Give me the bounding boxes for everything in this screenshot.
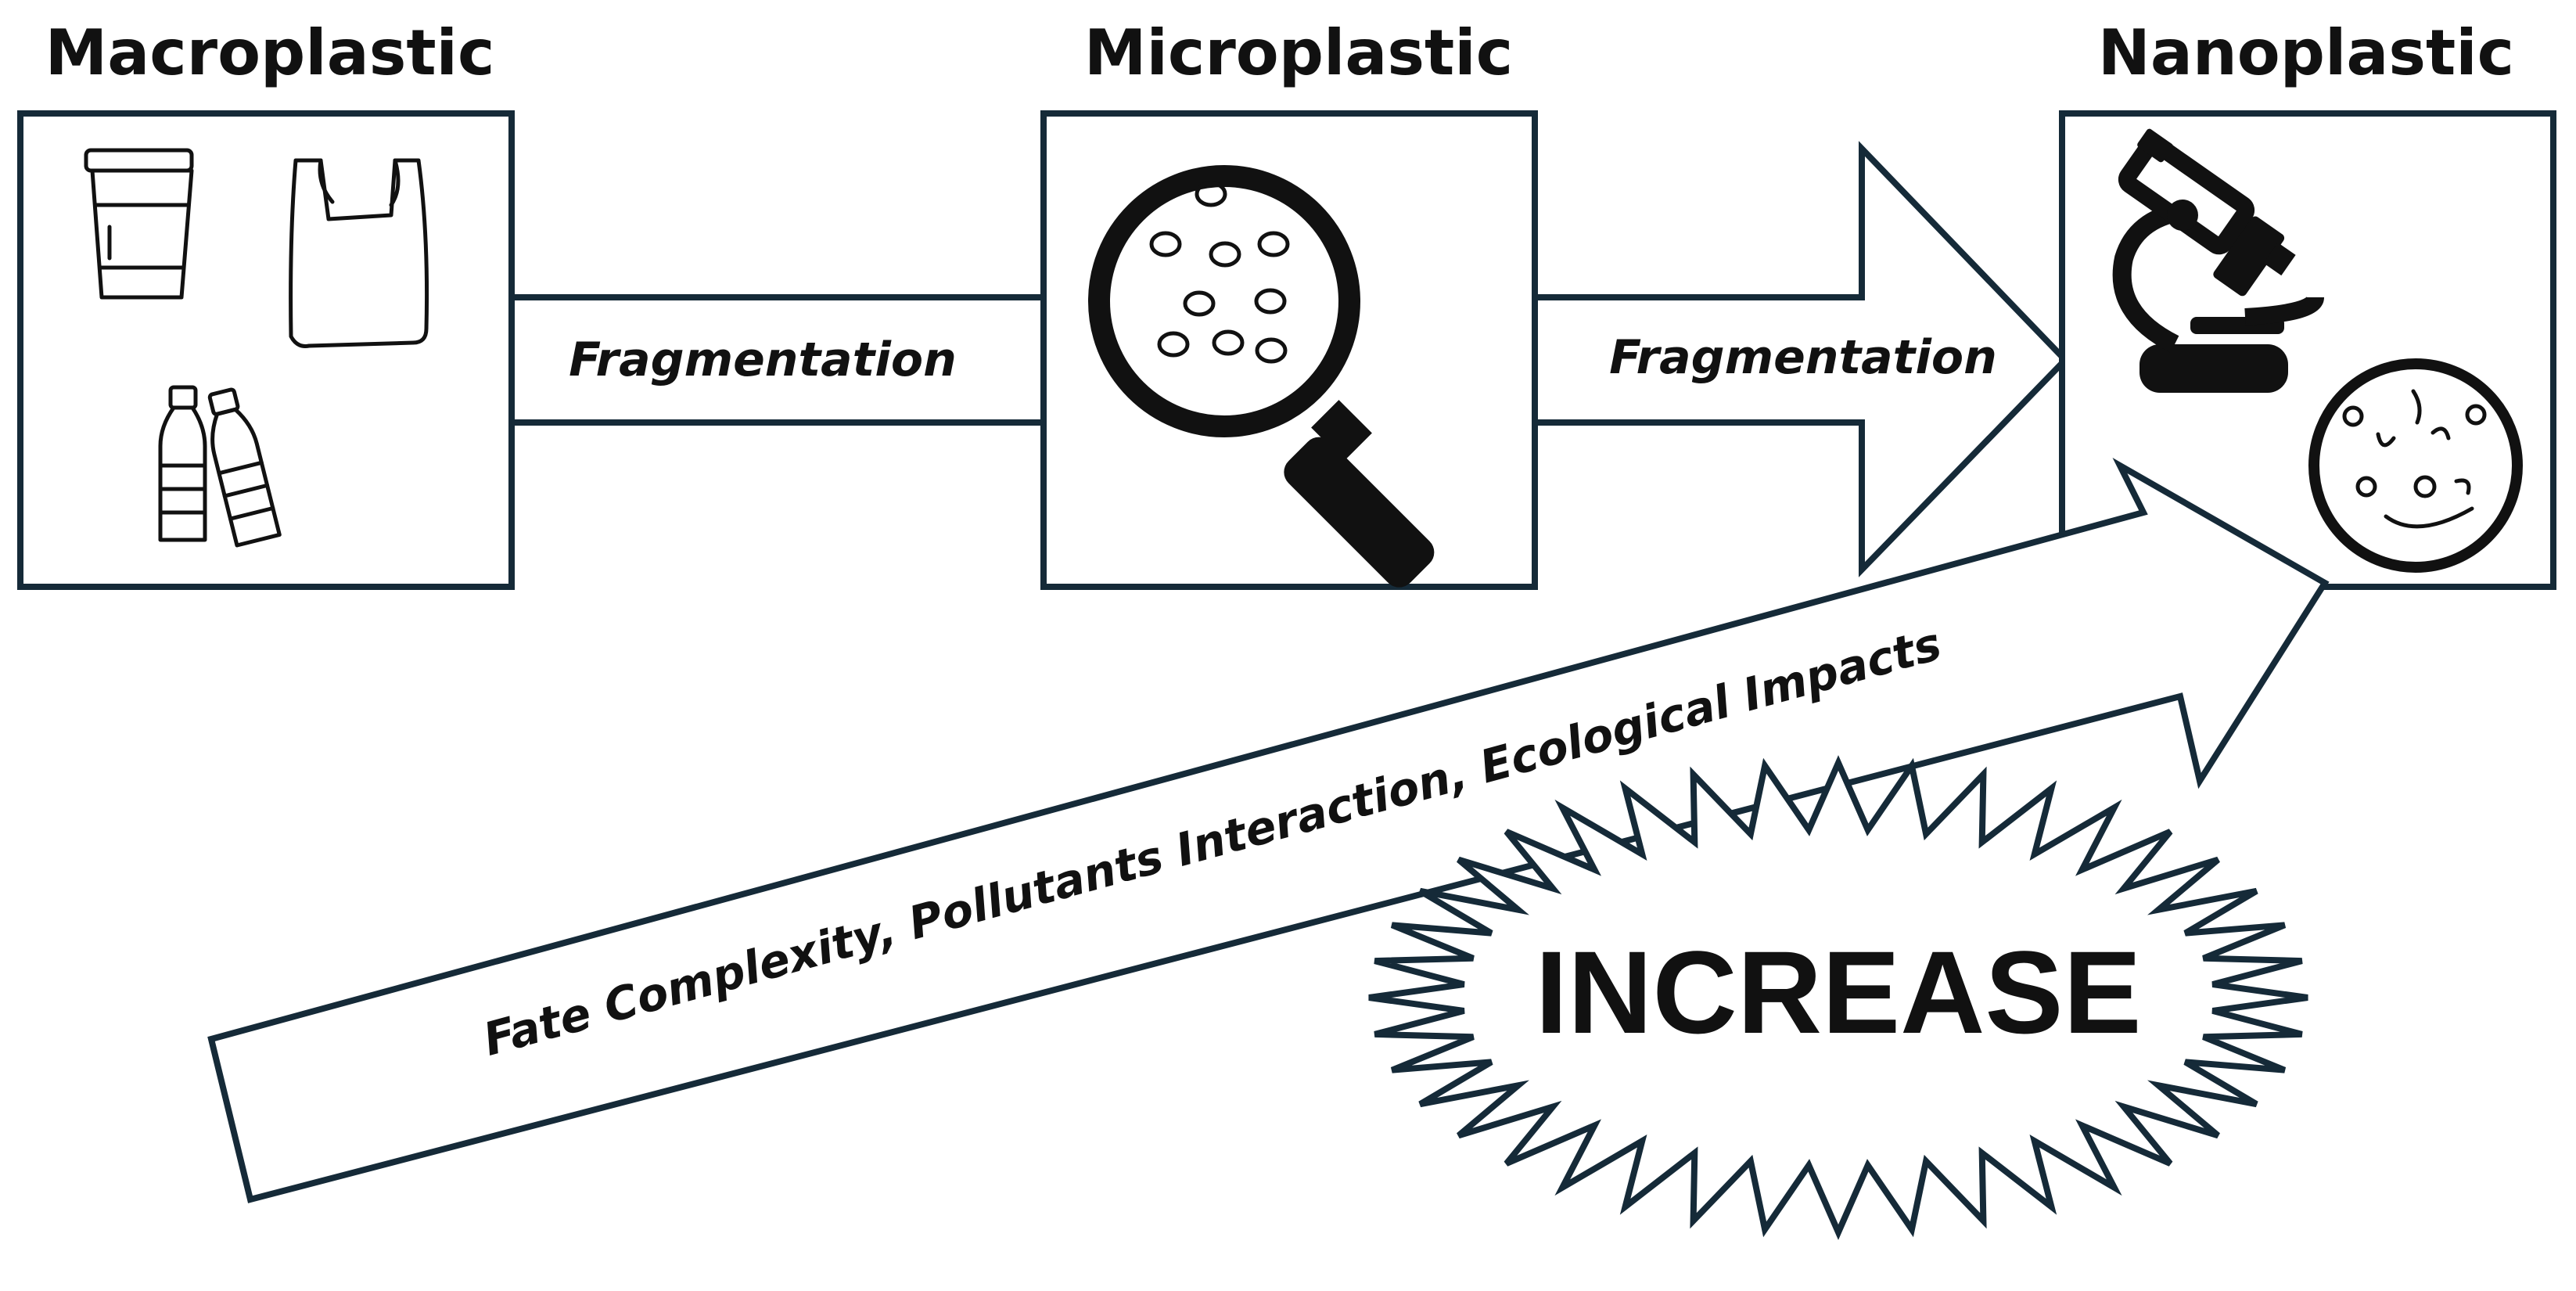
fragmentation-arrow-2: Fragmentation (1530, 141, 2070, 577)
cup-icon (84, 148, 194, 300)
petri-dish-icon (2308, 358, 2523, 573)
macroplastic-panel (17, 110, 515, 590)
plastic-bag-icon (289, 158, 429, 348)
nanoplastic-panel (2059, 110, 2556, 590)
macroplastic-title: Macroplastic (45, 16, 495, 89)
fragmentation-arrow-1: Fragmentation (505, 294, 1051, 426)
nanoplastic-title: Nanoplastic (2098, 16, 2514, 89)
increase-label: INCREASE (1535, 926, 2141, 1058)
bottles-icon (158, 385, 282, 548)
starburst-shape (1368, 755, 2308, 1240)
microscope-icon (2112, 128, 2324, 393)
fragmentation-label-2: Fragmentation (1609, 330, 1997, 385)
magnifying-glass-icon (1088, 165, 1435, 588)
increase-burst: INCREASE (1368, 755, 2308, 1240)
fragmentation-label-1: Fragmentation (569, 333, 957, 387)
microplastic-title: Microplastic (1084, 16, 1513, 89)
microplastic-panel (1040, 110, 1538, 590)
